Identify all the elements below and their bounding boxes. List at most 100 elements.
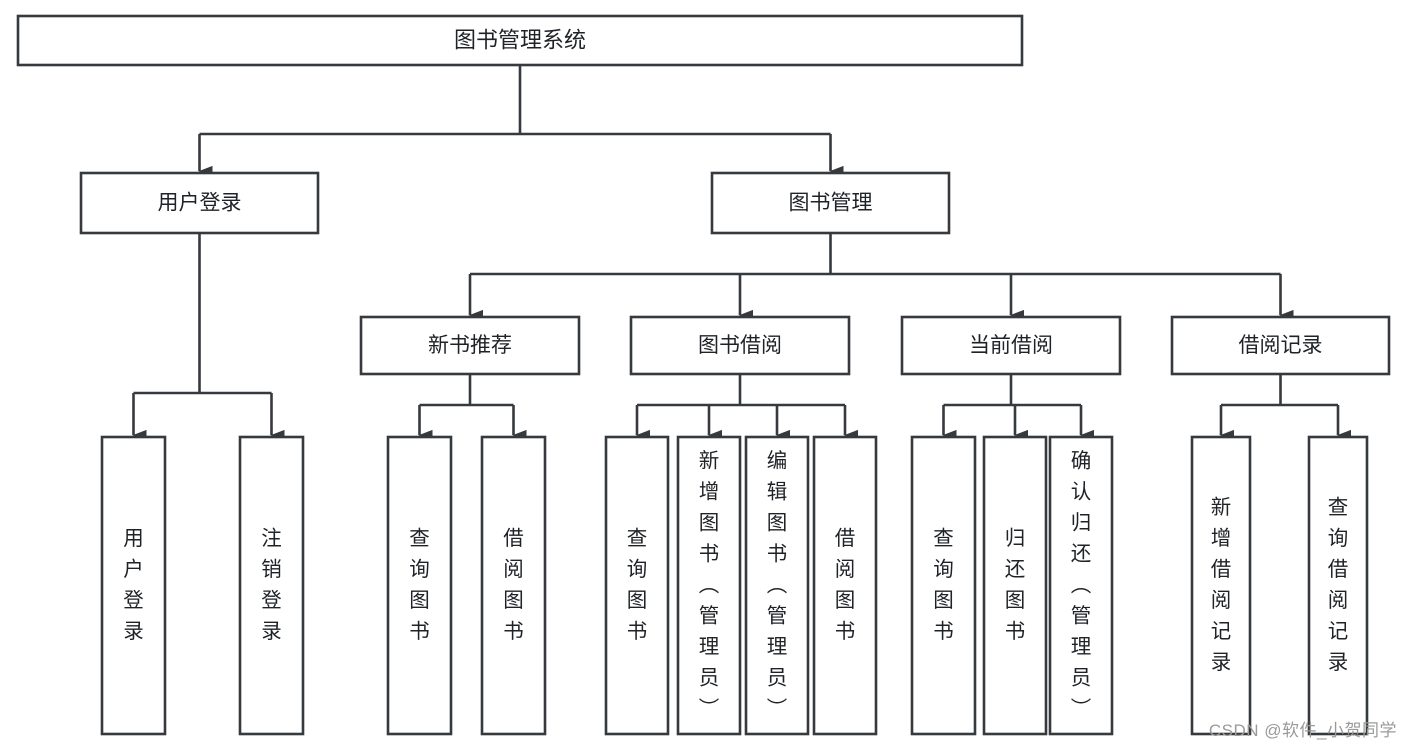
leaf-label-char: 借	[1328, 558, 1349, 581]
node-label: 用户登录	[158, 192, 242, 215]
node-label: 新书推荐	[428, 334, 512, 357]
node-box	[900, 315, 1122, 376]
leaf-label-char: 认	[1071, 481, 1092, 504]
connector-layer	[132, 65, 1351, 441]
node-box	[16, 14, 1024, 67]
node-label: 当前借阅	[969, 334, 1053, 357]
node-box	[359, 315, 581, 376]
leaf-label-char: 图	[503, 589, 524, 612]
node-level3-2[interactable]: 当前借阅	[900, 315, 1122, 376]
leaf-box	[744, 435, 810, 736]
node-level3-3[interactable]: 借阅记录	[1170, 315, 1391, 376]
leaf-label: 查询图书	[627, 527, 648, 643]
leaf-label-char: 新	[1211, 496, 1232, 519]
leaf-label-char: 书	[1005, 620, 1026, 643]
leaf-label: 用户登录	[123, 527, 144, 643]
leaf-label-char: ︶	[767, 698, 788, 721]
leaf-box	[676, 435, 742, 736]
leaf-label-char: 图	[409, 589, 430, 612]
leaf-label-char: 借	[835, 527, 856, 550]
node-root-0[interactable]: 图书管理系统	[16, 14, 1024, 67]
leaf-node-1[interactable]: 注销登录	[238, 435, 305, 736]
leaf-node-3[interactable]: 借阅图书	[480, 435, 547, 736]
node-level3-0[interactable]: 新书推荐	[359, 315, 581, 376]
leaf-label-char: 理	[699, 636, 720, 659]
node-label: 图书管理	[789, 192, 873, 215]
leaf-label-char: 图	[1005, 589, 1026, 612]
leaf-label: 归还图书	[1005, 527, 1026, 643]
leaf-label-char: 用	[123, 527, 144, 550]
leaf-node-4[interactable]: 查询图书	[604, 435, 670, 736]
leaf-node-0[interactable]: 用户登录	[100, 435, 167, 736]
leaf-label-char: 管	[767, 605, 788, 628]
leaf-box	[1307, 435, 1369, 736]
node-box	[1170, 315, 1391, 376]
leaf-label-char: 图	[835, 589, 856, 612]
leaf-label: 查询图书	[409, 527, 430, 643]
leaf-node-9[interactable]: 归还图书	[982, 435, 1048, 736]
leaf-label-char: 书	[503, 620, 524, 643]
leaf-label-char: 书	[627, 620, 648, 643]
leaf-box	[386, 435, 453, 736]
leaf-label-char: 书	[835, 620, 856, 643]
leaf-box	[238, 435, 305, 736]
leaf-node-2[interactable]: 查询图书	[386, 435, 453, 736]
leaf-node-12[interactable]: 查询借阅记录	[1307, 435, 1369, 736]
leaf-label-char: 还	[1005, 558, 1026, 581]
leaf-node-8[interactable]: 查询图书	[910, 435, 977, 736]
leaf-label-char: 阅	[503, 558, 524, 581]
leaf-label: 注销登录	[261, 527, 282, 643]
leaf-label-char: ︶	[699, 698, 720, 721]
leaf-box	[982, 435, 1048, 736]
leaf-label-char: 借	[503, 527, 524, 550]
leaf-box	[1048, 435, 1114, 736]
leaf-label: 借阅图书	[835, 527, 856, 643]
leaf-label-char: 员	[699, 667, 720, 690]
leaf-box	[604, 435, 670, 736]
leaf-label-char: 管	[1071, 605, 1092, 628]
node-level2-1[interactable]: 图书管理	[710, 171, 951, 235]
leaf-label-char: 图	[699, 512, 720, 535]
leaf-label-char: ︵	[767, 574, 788, 597]
leaf-node-7[interactable]: 借阅图书	[812, 435, 878, 736]
leaf-label-char: 图	[933, 589, 954, 612]
leaf-label-char: 查	[409, 527, 430, 550]
leaf-label-char: 理	[767, 636, 788, 659]
leaf-label-char: 询	[409, 558, 430, 581]
leaf-node-10[interactable]: 确认归还︵管理员︶	[1048, 435, 1114, 736]
leaf-label-char: 员	[1071, 667, 1092, 690]
leaf-label-char: 阅	[1328, 589, 1349, 612]
leaf-label-char: 销	[261, 558, 282, 581]
leaf-label-char: 询	[627, 558, 648, 581]
leaf-label-char: 图	[627, 589, 648, 612]
leaf-label-char: 辑	[767, 481, 788, 504]
leaf-label-char: 图	[767, 512, 788, 535]
leaf-box	[480, 435, 547, 736]
leaf-label-char: 户	[123, 558, 144, 581]
node-layer: 图书管理系统用户登录图书管理新书推荐图书借阅当前借阅借阅记录用户登录注销登录查询…	[16, 14, 1391, 736]
leaf-label: 确认归还︵管理员︶	[1071, 450, 1092, 721]
leaf-label-char: 增	[699, 481, 720, 504]
leaf-label-char: 编	[767, 450, 788, 473]
leaf-label-char: 录	[261, 620, 282, 643]
leaf-label-char: 确	[1071, 450, 1092, 473]
leaf-node-11[interactable]: 新增借阅记录	[1190, 435, 1252, 736]
leaf-label-char: 书	[699, 543, 720, 566]
leaf-label-char: 查	[933, 527, 954, 550]
leaf-label: 借阅图书	[503, 527, 524, 643]
leaf-label-char: 录	[1211, 651, 1232, 674]
leaf-label-char: ︵	[699, 574, 720, 597]
node-box	[629, 315, 851, 376]
node-box	[79, 171, 320, 235]
leaf-node-5[interactable]: 新增图书︵管理员︶	[676, 435, 742, 736]
node-level3-1[interactable]: 图书借阅	[629, 315, 851, 376]
leaf-node-6[interactable]: 编辑图书︵管理员︶	[744, 435, 810, 736]
leaf-box	[812, 435, 878, 736]
leaf-label: 编辑图书︵管理员︶	[767, 450, 788, 721]
leaf-label: 新增借阅记录	[1211, 496, 1232, 674]
node-level2-0[interactable]: 用户登录	[79, 171, 320, 235]
leaf-box	[910, 435, 977, 736]
leaf-label-char: 阅	[1211, 589, 1232, 612]
